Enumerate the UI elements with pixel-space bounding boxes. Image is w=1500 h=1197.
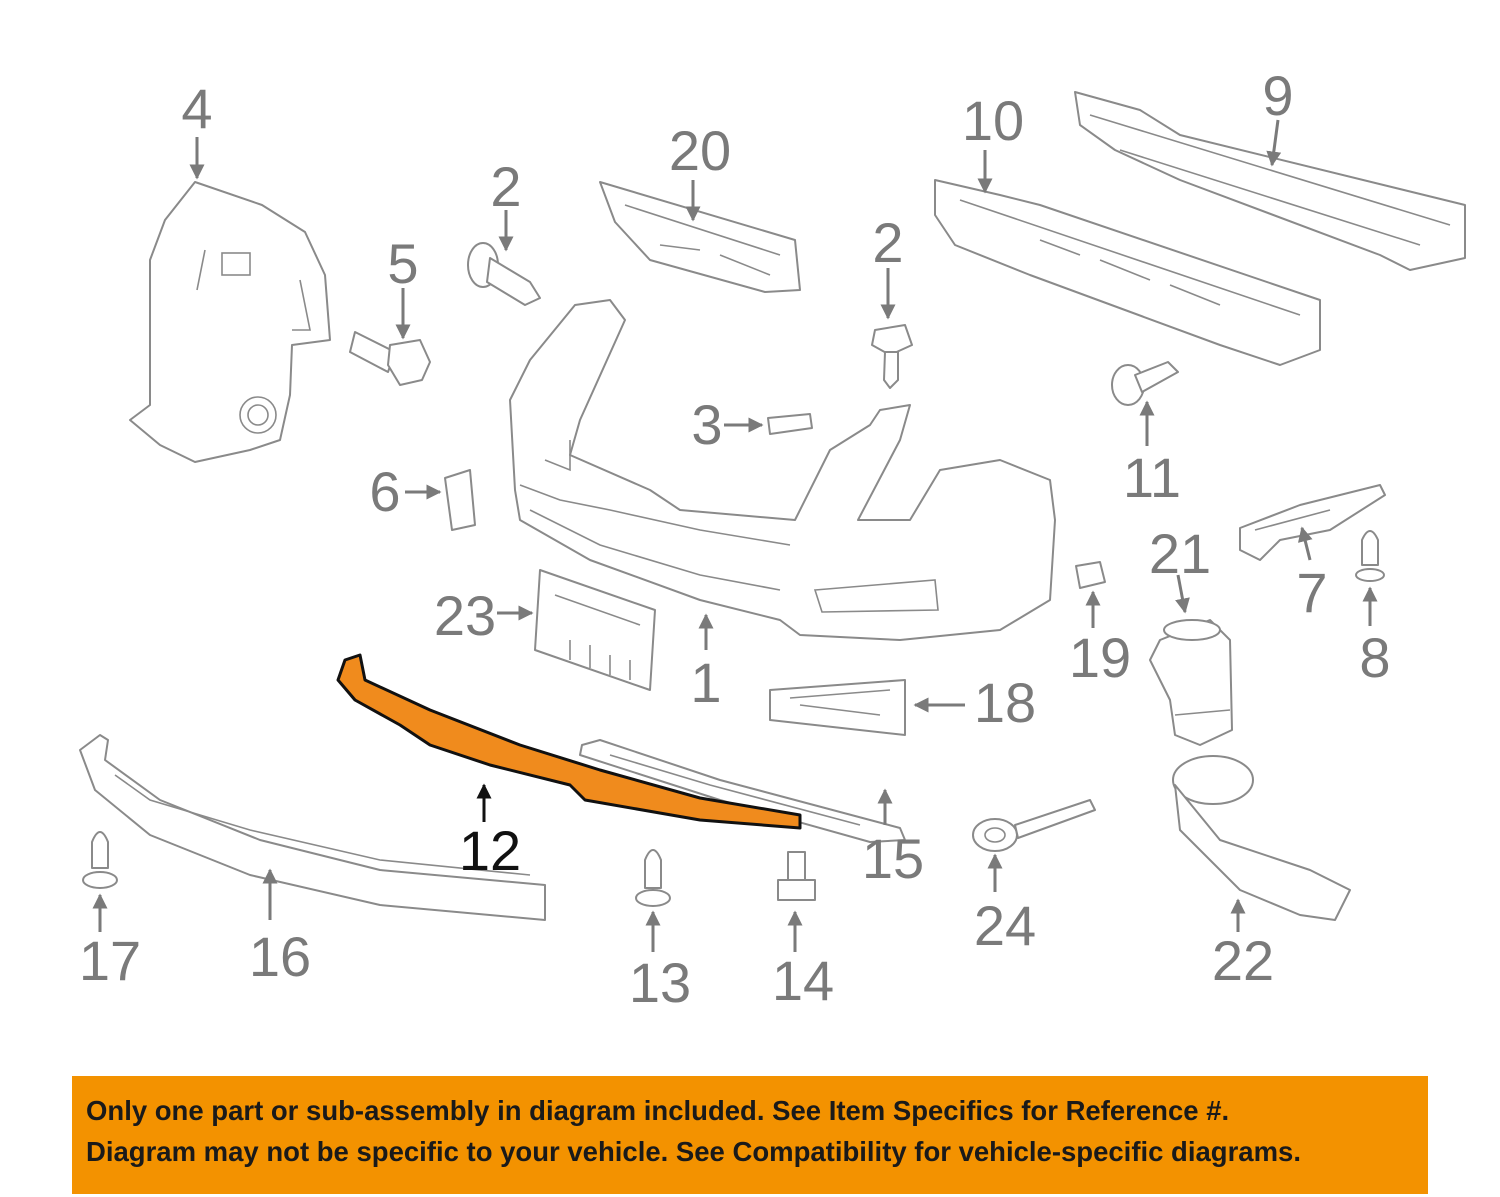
callout-11: 11 — [1123, 446, 1181, 509]
callout-9: 9 — [1262, 64, 1293, 127]
part-24-tow-eye — [972, 799, 1096, 852]
callout-14: 14 — [772, 949, 834, 1012]
callout-22: 22 — [1212, 929, 1274, 992]
part-2-push-clip-right — [871, 324, 913, 389]
callout-16: 16 — [249, 925, 311, 988]
part-18-vent — [769, 679, 906, 736]
callout-20: 20 — [669, 119, 731, 182]
part-19-cube — [1075, 561, 1106, 589]
part-22-air-duct-elbow — [1172, 755, 1351, 921]
part-4-splash-shield — [129, 181, 331, 463]
part-13-clip — [635, 849, 671, 907]
callout-15: 15 — [862, 827, 924, 890]
part-12-highlighted-absorber — [336, 653, 802, 830]
disclaimer-banner: Only one part or sub-assembly in diagram… — [72, 1076, 1428, 1194]
callout-6: 6 — [369, 460, 400, 523]
callout-13: 13 — [629, 951, 691, 1014]
callout-18: 18 — [974, 671, 1036, 734]
callout-10: 10 — [962, 89, 1024, 152]
callout-7: 7 — [1296, 561, 1327, 624]
part-23-license-bracket — [534, 569, 656, 691]
callout-21: 21 — [1149, 522, 1211, 585]
callout-1: 1 — [690, 651, 721, 714]
part-11-push-clip — [1111, 361, 1179, 406]
callout-3: 3 — [691, 393, 722, 456]
disclaimer-line-1: Only one part or sub-assembly in diagram… — [86, 1095, 1230, 1126]
callout-4: 4 — [181, 77, 212, 140]
part-14-bolt — [777, 851, 816, 901]
part-10-energy-absorber — [934, 179, 1321, 366]
callout-17: 17 — [79, 929, 141, 992]
part-17-clip — [82, 831, 118, 889]
part-8-clip — [1355, 530, 1385, 582]
callout-2-left: 2 — [490, 155, 521, 218]
callout-12: 12 — [459, 819, 521, 882]
part-1-bumper-cover — [509, 299, 1056, 641]
callout-labels: 4 5 2 20 9 10 2 11 3 6 7 8 19 21 23 1 18… — [79, 64, 1391, 1014]
callout-arrows — [92, 119, 1378, 952]
disclaimer-line-2: Diagram may not be specific to your vehi… — [86, 1136, 1301, 1167]
callout-5: 5 — [387, 232, 418, 295]
part-5-bolt — [349, 331, 431, 386]
part-6-pad — [444, 469, 476, 531]
part-21-air-duct — [1149, 619, 1233, 746]
callout-2-right: 2 — [872, 211, 903, 274]
callout-8: 8 — [1359, 626, 1390, 689]
part-9-impact-bar — [1074, 91, 1466, 271]
callout-24: 24 — [974, 894, 1036, 957]
callout-19: 19 — [1069, 626, 1131, 689]
part-3-pad — [767, 413, 813, 435]
part-20-bracket — [599, 181, 801, 293]
part-16-deflector — [79, 734, 546, 921]
part-7-bracket — [1239, 484, 1386, 561]
part-15-strip — [579, 739, 906, 843]
part-2-push-clip-left — [467, 242, 541, 306]
callout-23: 23 — [434, 584, 496, 647]
